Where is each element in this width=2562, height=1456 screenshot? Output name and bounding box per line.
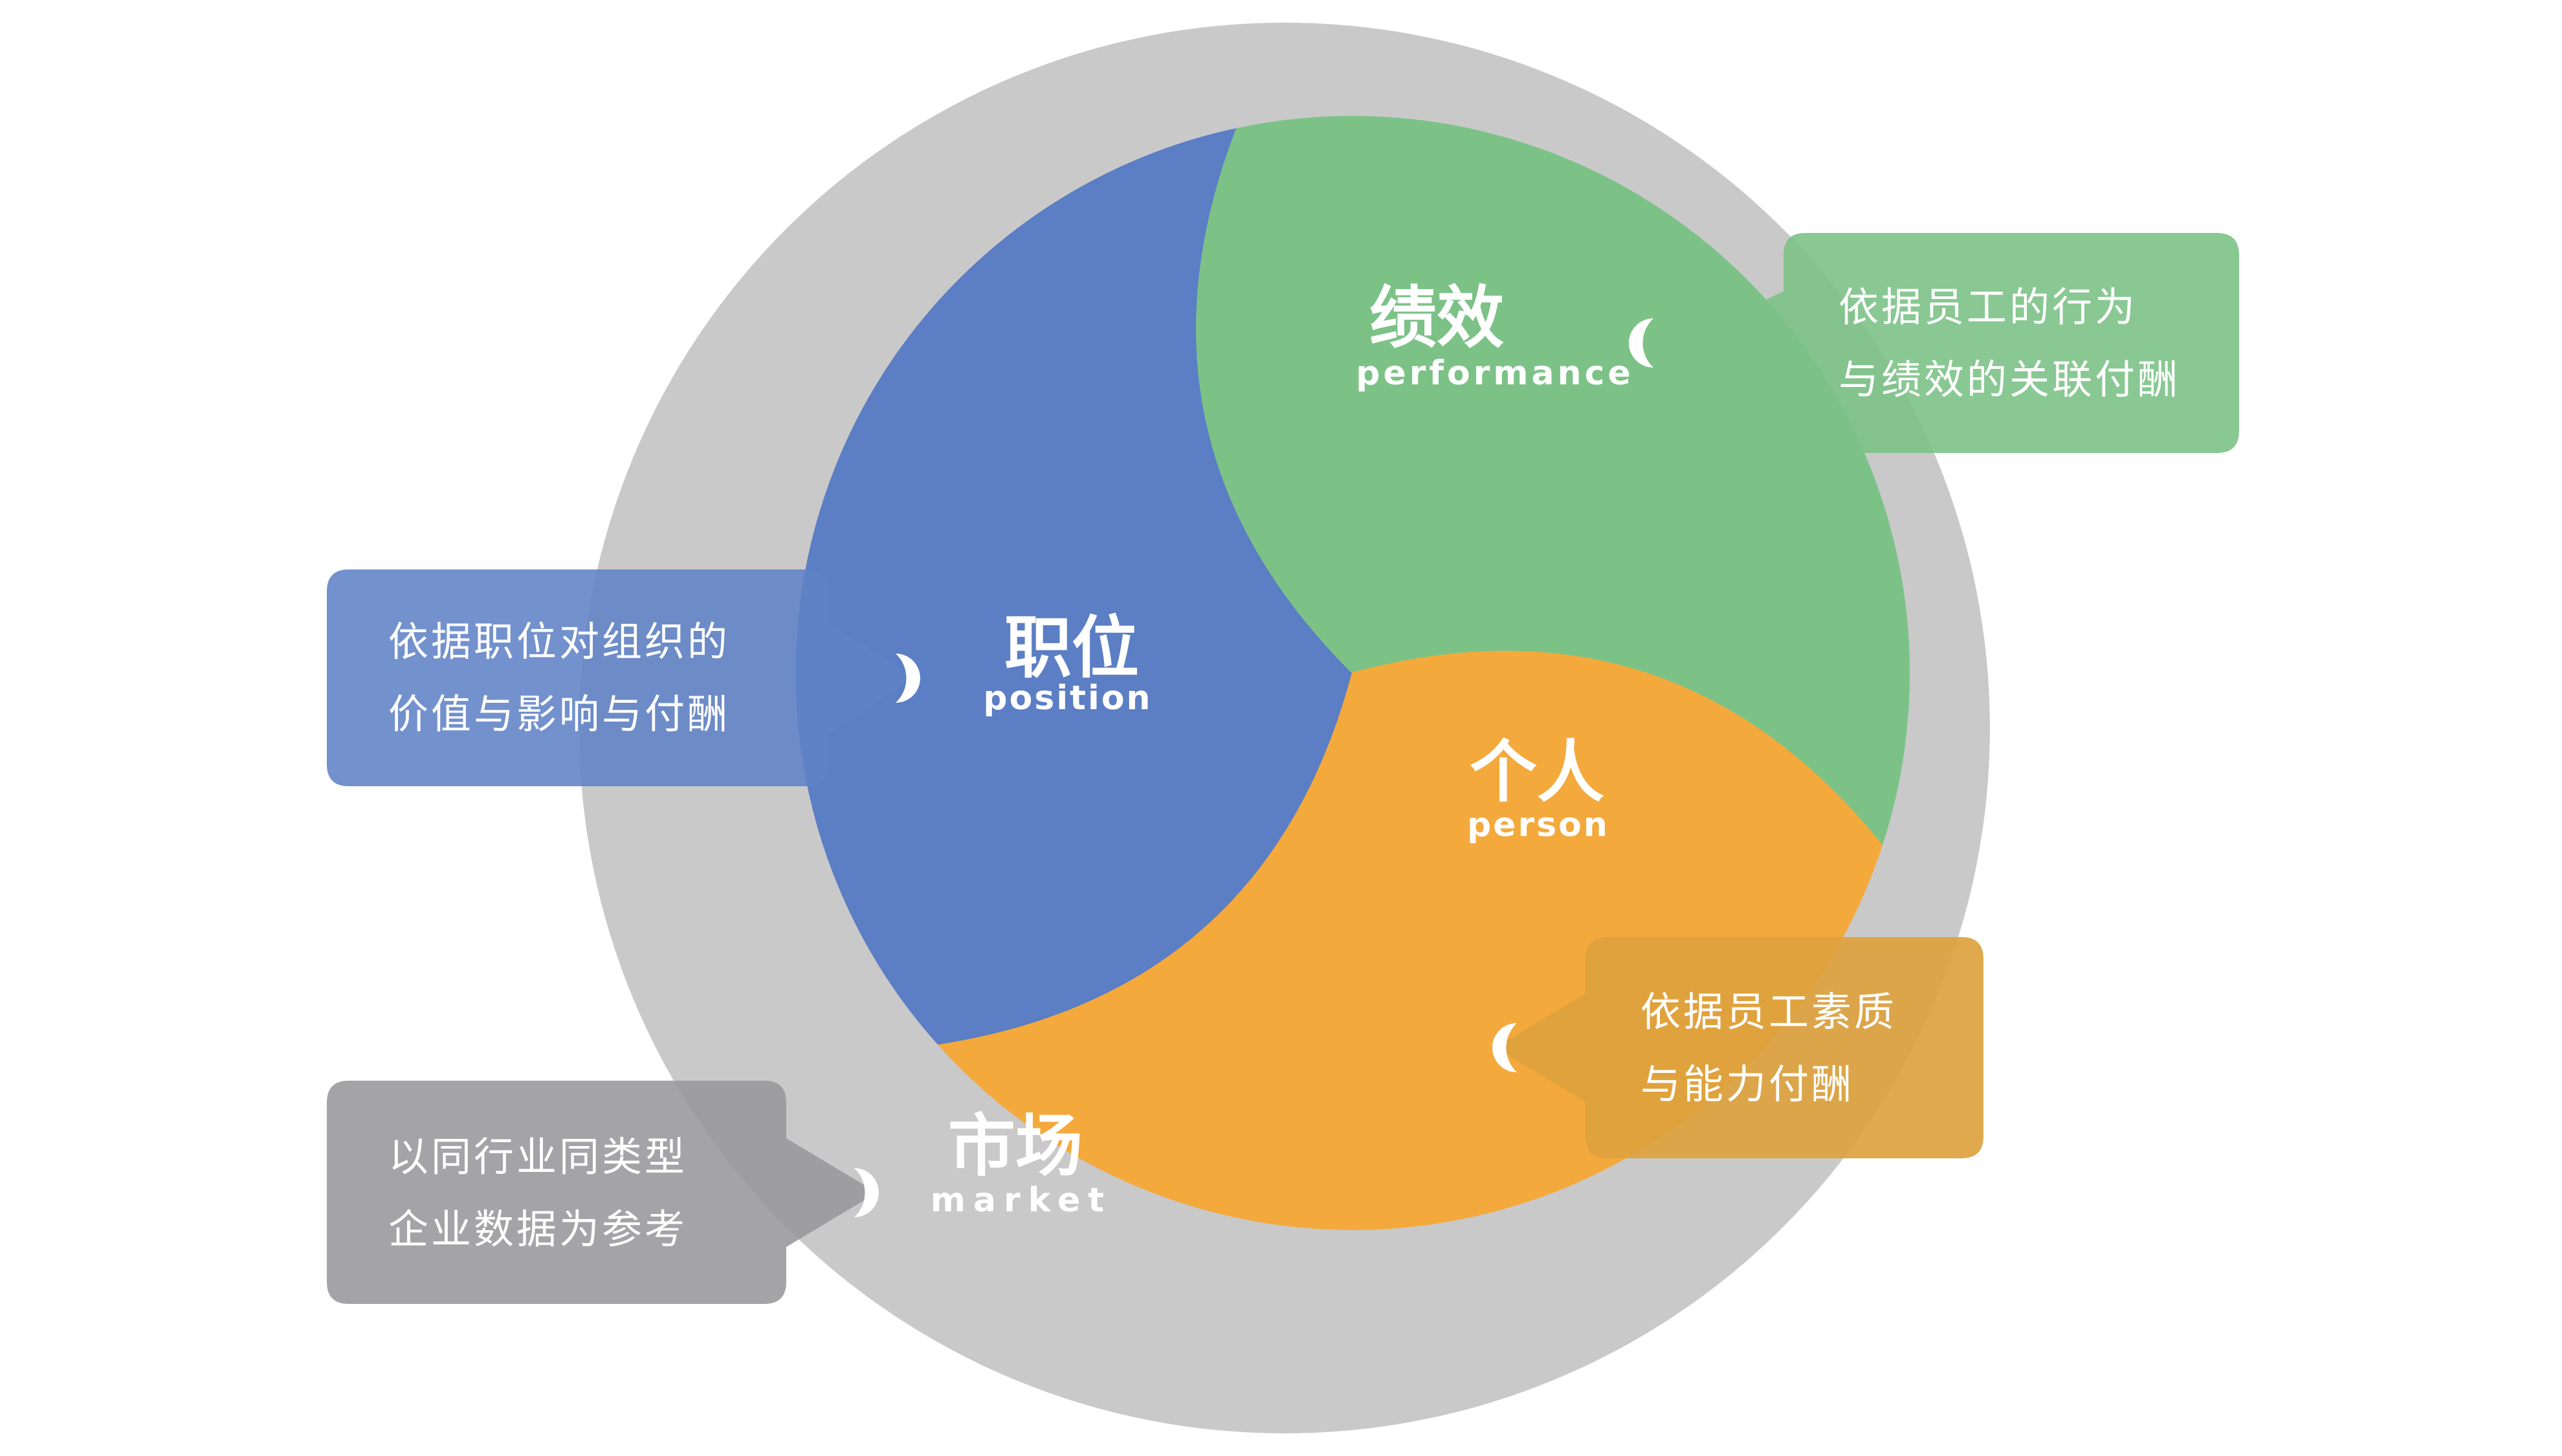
callout-person-box [1495,937,1983,1158]
crescent-pointer-icon [1492,1023,1517,1072]
callout-position: 依据职位对组织的 价值与影响与付酬 [327,569,920,786]
label-market-zh: 市场 [948,1107,1083,1186]
label-position: 职位 position [983,608,1152,718]
callout-market-line2: 企业数据为参考 [388,1206,687,1253]
callout-market-line1: 以同行业同类型 [388,1133,687,1180]
crescent-pointer-icon [854,1168,879,1217]
callout-performance-box [1676,233,2239,453]
callout-performance-line1: 依据员工的行为 [1839,283,2137,331]
label-position-zh: 职位 [1004,608,1139,687]
label-market-en: market [931,1181,1112,1220]
label-position-en: position [983,679,1152,718]
callout-position-box [327,569,916,786]
label-market: 市场 market [931,1107,1112,1220]
crescent-pointer-icon [1629,318,1653,368]
callout-position-line2: 价值与影响与付酬 [388,690,730,738]
label-person-zh: 个人 [1470,733,1604,811]
label-person: 个人 person [1467,733,1609,844]
callout-market: 以同行业同类型 企业数据为参考 [327,1081,879,1304]
callout-position-line1: 依据职位对组织的 [388,618,730,665]
callout-performance-line2: 与绩效的关联付酬 [1839,356,2180,403]
label-performance: 绩效 performance [1356,278,1634,393]
callout-person-line1: 依据员工素质 [1640,988,1897,1035]
callout-performance: 依据员工的行为 与绩效的关联付酬 [1629,233,2239,453]
callout-market-box [327,1081,877,1304]
label-person-en: person [1467,806,1609,844]
label-performance-zh: 绩效 [1369,278,1504,357]
callout-person: 依据员工素质 与能力付酬 [1492,937,1983,1158]
callout-person-line2: 与能力付酬 [1640,1061,1854,1108]
crescent-pointer-icon [896,654,920,703]
label-performance-en: performance [1356,354,1634,393]
